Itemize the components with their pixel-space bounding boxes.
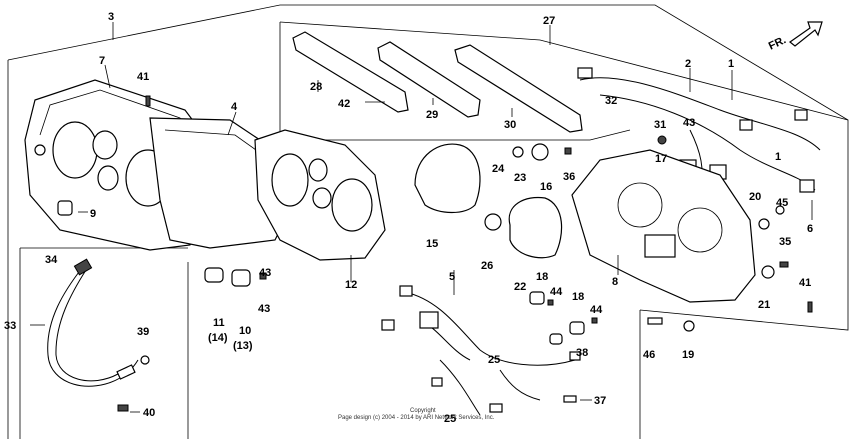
- meter-assembly-part-8: [571, 149, 756, 303]
- callout-27: 27: [543, 15, 555, 27]
- callout-6: 6: [807, 223, 813, 235]
- callout-8: 8: [612, 276, 618, 288]
- callout-43a: 43: [259, 267, 271, 279]
- callout-16: 16: [540, 181, 552, 193]
- callout-37: 37: [594, 395, 606, 407]
- callout-28: 28: [310, 81, 322, 93]
- callout-18b: 18: [572, 291, 584, 303]
- callout-41b: 41: [799, 277, 811, 289]
- front-direction-arrow: [788, 21, 823, 47]
- callout-7: 7: [99, 55, 105, 67]
- callout-21: 21: [758, 299, 770, 311]
- callout-4: 4: [231, 101, 238, 113]
- speedometer-cable-part-33: [47, 258, 150, 412]
- callout-20: 20: [749, 191, 761, 203]
- small-hardware: [484, 135, 789, 279]
- callout-11: 11: [213, 317, 225, 329]
- callout-1b: 1: [775, 151, 781, 163]
- screws: [145, 95, 813, 403]
- callout-10: 10: [239, 325, 251, 337]
- clips-18-38: [529, 291, 598, 345]
- callout-43a-2: 43: [258, 303, 270, 315]
- callout-5: 5: [449, 271, 455, 283]
- callout-18a: 18: [536, 271, 548, 283]
- callout-23: 23: [514, 172, 526, 184]
- callout-12: 12: [345, 279, 357, 291]
- printed-circuit-strips: [292, 31, 583, 133]
- assembly-frame: [7, 4, 849, 439]
- front-direction-label: FR.: [767, 34, 788, 52]
- callout-40: 40: [143, 407, 155, 419]
- callout-10-sub: (13): [233, 340, 253, 352]
- callout-42: 42: [338, 98, 350, 110]
- callout-44a: 44: [550, 286, 563, 298]
- callout-31: 31: [654, 119, 666, 131]
- callout-39: 39: [137, 326, 149, 338]
- callout-36: 36: [563, 171, 575, 183]
- callout-labels: 3 7 41 4 9 28 42 29 30 27 2 1 32 31 43 1…: [4, 11, 813, 425]
- callout-11-sub: (14): [208, 332, 228, 344]
- callout-1a: 1: [728, 58, 734, 70]
- callout-45: 45: [776, 197, 788, 209]
- callout-25b: 25: [444, 413, 456, 425]
- callout-2: 2: [685, 58, 691, 70]
- socket-parts-10-11: [204, 267, 267, 287]
- callout-44b: 44: [590, 304, 603, 316]
- callout-19: 19: [682, 349, 694, 361]
- copyright-line-2: Page design (c) 2004 - 2014 by ARI Netwo…: [338, 415, 495, 421]
- callout-26: 26: [481, 260, 493, 272]
- callout-34: 34: [45, 254, 58, 266]
- callout-41a: 41: [137, 71, 149, 83]
- gauges-15-22: [414, 143, 563, 259]
- copyright-line-1: Copyright: [410, 408, 436, 414]
- callout-29: 29: [426, 109, 438, 121]
- wire-harness-part-5: [381, 285, 581, 416]
- callout-43b: 43: [683, 117, 695, 129]
- callout-30: 30: [504, 119, 516, 131]
- socket-part-9: [57, 200, 73, 216]
- leader-lines: [30, 22, 813, 413]
- callout-46: 46: [643, 349, 655, 361]
- callout-9: 9: [90, 208, 96, 220]
- callout-15: 15: [426, 238, 438, 250]
- callout-32: 32: [605, 95, 617, 107]
- callout-22: 22: [514, 281, 526, 293]
- callout-25a: 25: [488, 354, 500, 366]
- callout-24: 24: [492, 163, 505, 175]
- callout-38: 38: [576, 347, 588, 359]
- callout-33: 33: [4, 320, 16, 332]
- callout-17: 17: [655, 153, 667, 165]
- callout-3: 3: [108, 11, 114, 23]
- callout-35: 35: [779, 236, 791, 248]
- meter-case-part-12: [254, 129, 386, 261]
